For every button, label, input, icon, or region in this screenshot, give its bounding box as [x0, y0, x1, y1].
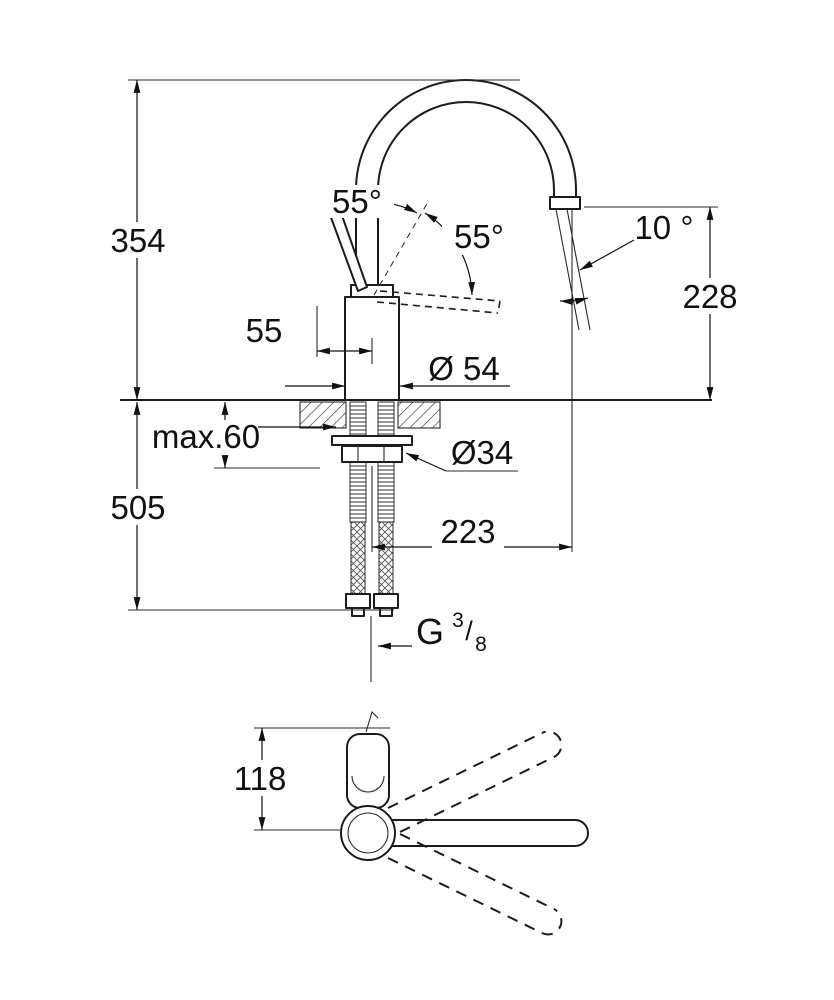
thread-numerator: 3 — [452, 609, 464, 632]
counter-hatch — [299, 401, 441, 429]
top-view: 118 — [224, 710, 589, 936]
handle-detail-arc — [351, 775, 385, 793]
dim-dia54: Ø 54 — [285, 350, 510, 390]
angle-10: 10 ° — [559, 209, 694, 305]
swivel-down-cap — [541, 908, 563, 936]
thread-slash: / — [465, 616, 473, 646]
top-view-spout-swivel-up — [387, 730, 563, 833]
dim-505-label: 505 — [110, 489, 165, 526]
angle-10-leader — [579, 239, 635, 271]
dim-505: 505 — [102, 401, 394, 611]
handle-top-view — [346, 733, 390, 809]
threaded-shank — [331, 401, 413, 523]
aerator — [549, 196, 581, 210]
hose-right — [378, 521, 394, 595]
label-mask — [432, 515, 504, 549]
spout-inner-contour — [377, 101, 555, 287]
label-mask — [152, 420, 258, 455]
label-mask — [102, 489, 174, 525]
dim-118: 118 — [224, 727, 390, 831]
angle-55-right-label: 55° — [454, 218, 504, 255]
label-mask — [674, 278, 746, 314]
dim-223: 223 — [371, 513, 573, 551]
dim-228-label: 228 — [682, 278, 737, 315]
dim-55: 55 — [246, 306, 373, 357]
thread-denominator: 8 — [475, 633, 487, 656]
front-view: 55° 55° 10 ° — [102, 79, 746, 682]
top-view-spout — [392, 819, 589, 847]
lever-dashed-bottom — [376, 301, 499, 314]
counter-slab-left — [299, 401, 347, 429]
label-mask — [320, 185, 394, 218]
dim-max60: max.60 — [152, 401, 337, 469]
hose-left — [350, 521, 366, 595]
body-circle-outer — [340, 805, 396, 861]
body-circle-inner — [347, 812, 389, 854]
connector-tip-left — [351, 607, 365, 617]
mounting-nut — [341, 445, 403, 463]
spout — [355, 79, 581, 287]
dim-118-label: 118 — [234, 760, 287, 797]
washer — [331, 435, 413, 446]
stream-line-right — [566, 208, 591, 331]
dim-354: 354 — [102, 79, 520, 401]
angle-arc-10 — [559, 297, 589, 305]
angle-55-right: 55° — [424, 212, 516, 296]
lever-dashed-cap — [497, 300, 501, 314]
angle-55-left-label: 55° — [332, 183, 382, 220]
hose-connectors — [345, 593, 399, 617]
connector-nut-right — [373, 593, 399, 609]
label-mask — [442, 222, 516, 255]
swivel-down-edge1 — [387, 857, 543, 934]
top-view-body — [340, 805, 396, 861]
lever-dashed-top — [379, 290, 501, 302]
label-mask — [224, 760, 296, 796]
dim-223-label: 223 — [440, 513, 495, 550]
swivel-boundary — [373, 201, 429, 296]
handle-tip-mark — [365, 710, 379, 733]
water-stream — [555, 208, 591, 552]
dim-228: 228 — [584, 206, 746, 401]
dim-dia34: Ø34 — [405, 434, 518, 472]
angle-55-left: 55° — [320, 183, 418, 220]
connector-tip-right — [379, 607, 393, 617]
dim-55-label: 55 — [246, 312, 283, 349]
spout-outer-contour — [355, 79, 577, 287]
dim-dia54-label: Ø 54 — [428, 350, 500, 387]
dim-dia34-label: Ø34 — [451, 434, 513, 471]
connector-nut-left — [345, 593, 371, 609]
mounting-surface — [120, 399, 712, 429]
spout-arm-end-cap — [574, 819, 589, 847]
angle-10-label: 10 ° — [634, 209, 693, 246]
leader-arrow — [405, 452, 447, 472]
label-mask — [102, 222, 174, 258]
stream-line-left — [555, 208, 580, 331]
dim-354-label: 354 — [110, 222, 165, 259]
top-view-spout-swivel-down — [387, 833, 563, 936]
handle-lever-alt — [373, 201, 501, 314]
dim-max60-label: max.60 — [152, 418, 260, 455]
dim-g38: G 3 / 8 — [377, 609, 487, 656]
top-view-handle — [346, 710, 390, 809]
thread-g-label: G — [416, 611, 444, 652]
swivel-up-cap — [541, 730, 563, 758]
counter-slab-right — [397, 401, 441, 429]
supply-hoses — [350, 521, 394, 595]
swivel-up-edge2 — [387, 732, 543, 809]
